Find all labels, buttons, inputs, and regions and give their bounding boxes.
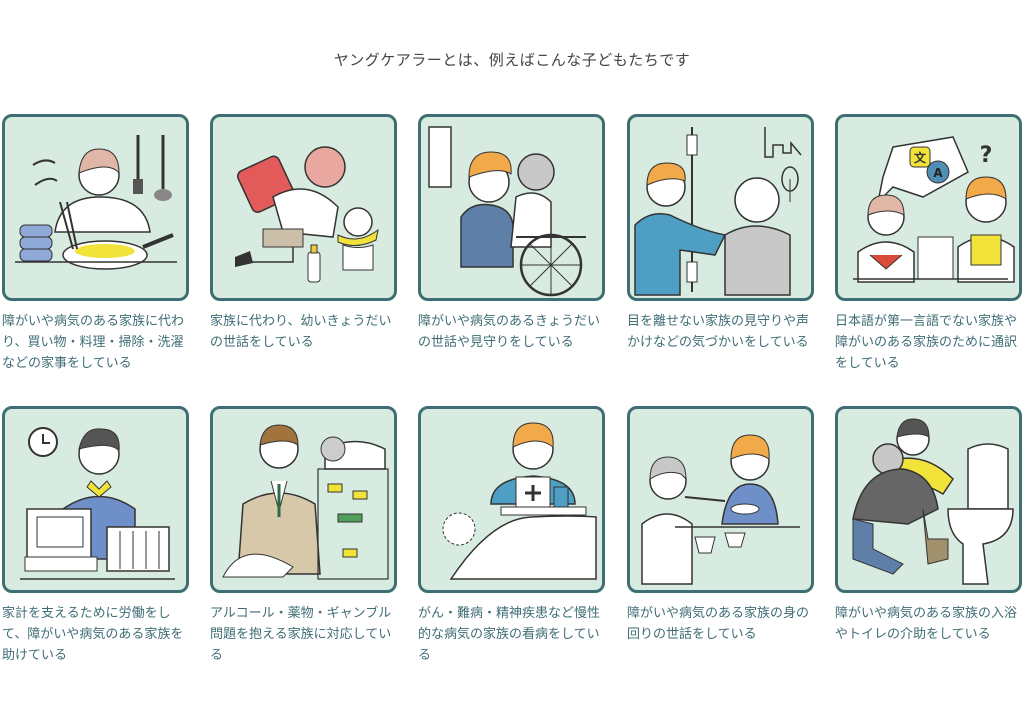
card-caption: 障がいや病気のあるきょうだいの世話や見守りをしている (418, 314, 601, 350)
card-addiction: アルコール・薬物・ギャンブル問題を抱える家族に対応している (210, 406, 397, 666)
illustration-frame (835, 406, 1022, 593)
card-caption: アルコール・薬物・ギャンブル問題を抱える家族に対応している (210, 606, 392, 663)
illustration-frame (210, 406, 397, 593)
elderly-watch-icon (634, 127, 802, 296)
cashier-work-icon (20, 427, 175, 580)
alcohol-problem-icon (222, 424, 389, 580)
illustration-frame (2, 114, 189, 301)
bathing-toilet-icon (852, 418, 1014, 585)
card-caption: 日本語が第一言語でない家族や障がいのある家族のために通訳をしている (835, 314, 1018, 371)
illustration-frame (418, 406, 605, 593)
card-working: 家計を支えるために労働をして、障がいや病気のある家族を助けている (2, 406, 189, 666)
translation-icon: 文 A ? (853, 136, 1015, 283)
card-sibling-care: 家族に代わり、幼いきょうだいの世話をしている (210, 114, 397, 353)
card-chronic-illness: がん・難病・精神疾患など慢性的な病気の家族の看病をしている (418, 406, 605, 666)
card-caption: 家族に代わり、幼いきょうだいの世話をしている (210, 314, 392, 350)
card-caption: 家計を支えるために労働をして、障がいや病気のある家族を助けている (2, 606, 184, 663)
card-elderly-watch: 目を離せない家族の見守りや声かけなどの気づかいをしている (627, 114, 814, 353)
illustration-frame (418, 114, 605, 301)
card-caption: 目を離せない家族の見守りや声かけなどの気づかいをしている (627, 314, 810, 350)
illustration-frame (210, 114, 397, 301)
card-caption: 障がいや病気のある家族の入浴やトイレの介助をしている (835, 606, 1018, 642)
card-interpretation: 文 A ? 日本語が第一言語でない家族や障がいのある家族のために通訳をしている (835, 114, 1022, 374)
translate-latin-label: A (933, 166, 943, 180)
card-caption: 障がいや病気のある家族の身の回りの世話をしている (627, 606, 810, 642)
card-caption: がん・難病・精神疾患など慢性的な病気の家族の看病をしている (418, 606, 601, 663)
sibling-care-icon (235, 146, 379, 283)
cooking-icon (15, 135, 177, 270)
translate-kanji-label: 文 (914, 150, 927, 165)
page-heading: ヤングケアラーとは、例えばこんな子どもたちです (333, 51, 691, 69)
feeding-icon (641, 434, 800, 585)
card-bathing-toilet: 障がいや病気のある家族の入浴やトイレの介助をしている (835, 406, 1022, 645)
illustration-frame (627, 114, 814, 301)
nursing-icon (442, 422, 597, 580)
card-caption: 障がいや病気のある家族に代わり、買い物・料理・掃除・洗濯などの家事をしている (2, 314, 185, 371)
question-mark-label: ? (980, 143, 993, 168)
card-housework: 障がいや病気のある家族に代わり、買い物・料理・掃除・洗濯などの家事をしている (2, 114, 189, 374)
wheelchair-icon (428, 126, 586, 297)
card-sibling-watch: 障がいや病気のあるきょうだいの世話や見守りをしている (418, 114, 605, 353)
card-personal-care: 障がいや病気のある家族の身の回りの世話をしている (627, 406, 814, 645)
illustration-frame: 文 A ? (835, 114, 1022, 301)
illustration-frame (2, 406, 189, 593)
illustration-frame (627, 406, 814, 593)
